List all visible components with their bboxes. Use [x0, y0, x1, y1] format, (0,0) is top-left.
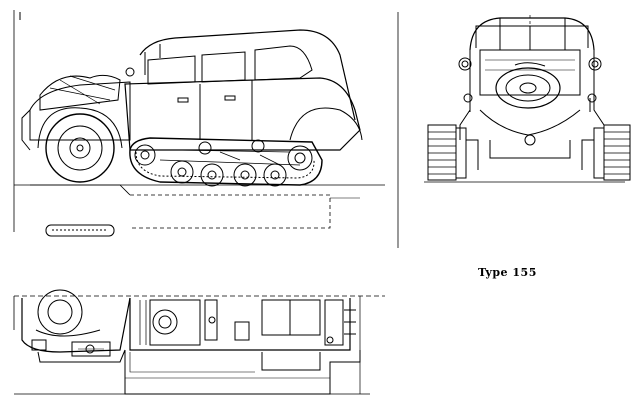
caption: Type 155: [478, 266, 537, 279]
side-view: [14, 10, 385, 236]
top-front-wheel: [38, 290, 82, 334]
headlight-right: [589, 58, 601, 70]
ground-pad: [46, 225, 114, 236]
track-assembly: [130, 138, 322, 186]
left-track: [428, 125, 466, 180]
top-view: [14, 290, 385, 394]
spare-wheel: [496, 63, 560, 108]
front-view: [398, 12, 630, 248]
side-window-rear: [202, 52, 245, 82]
headlight-left: [459, 58, 471, 70]
side-window-front: [148, 56, 195, 84]
soft-top: [140, 30, 355, 120]
right-track: [594, 125, 630, 180]
seat-rear: [262, 300, 320, 335]
seat-front: [150, 300, 200, 345]
body-shell: [125, 78, 360, 150]
front-wheel: [38, 108, 122, 182]
bonnet: [30, 82, 130, 140]
